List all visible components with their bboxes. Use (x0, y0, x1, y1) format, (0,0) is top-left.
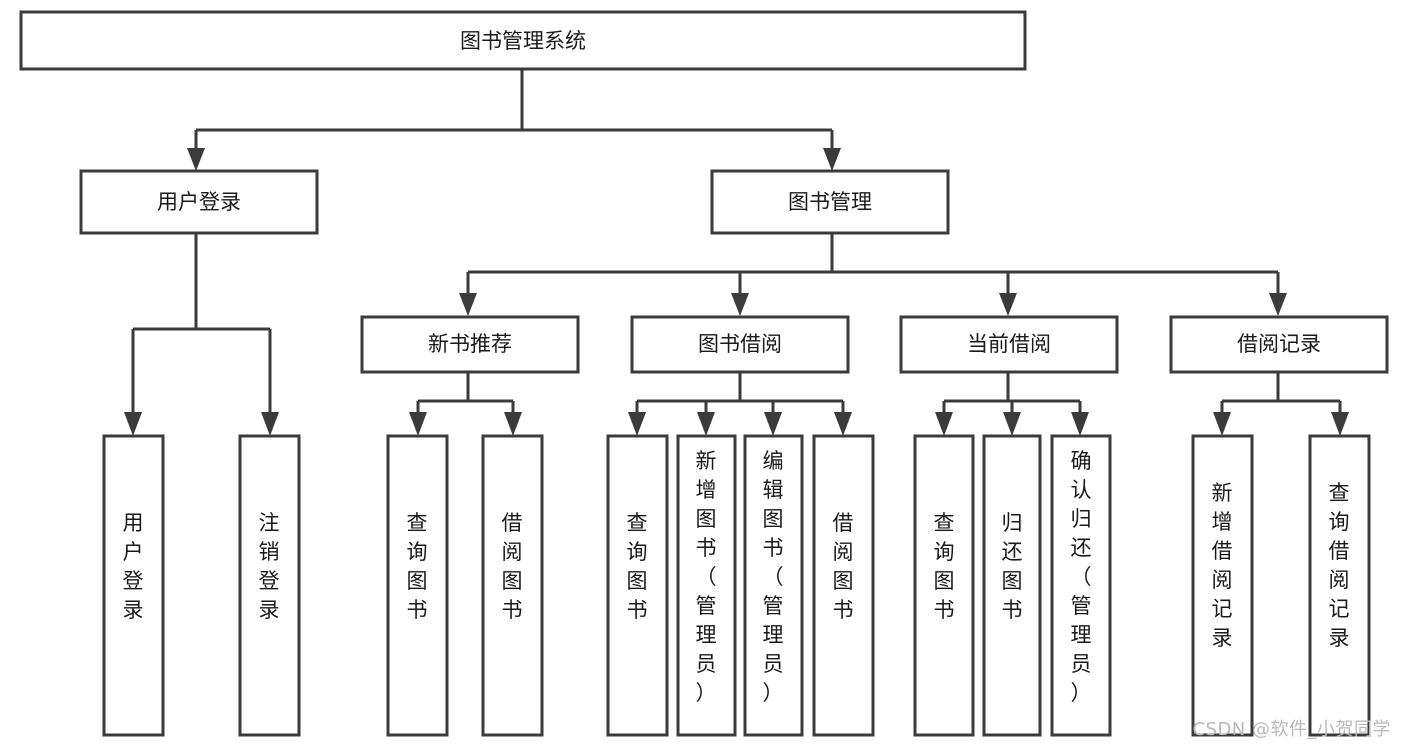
leaf-newbook-query-label: 查询图书 (407, 511, 428, 622)
leaf-node[interactable]: 新增借阅记录 (1191, 434, 1254, 737)
node-book-management-box[interactable] (710, 169, 950, 235)
node-new-book-recommend[interactable]: 新书推荐 (360, 315, 580, 374)
arrow-head-record-query (1331, 412, 1349, 436)
leaf-user-login-box[interactable] (102, 434, 165, 737)
leaf-borrow-query-box[interactable] (606, 434, 669, 737)
node-borrow-record-box[interactable] (1169, 315, 1389, 374)
arrow-head-borrow-add (697, 412, 715, 436)
node-current-borrow-label: 当前借阅 (967, 332, 1051, 356)
arrow-head-book-mgmt (823, 148, 841, 171)
leaf-current-return-box[interactable] (982, 434, 1042, 737)
leaf-logout-label: 注销登录 (259, 511, 280, 622)
connector-new-book-to-leaves (409, 372, 522, 436)
arrow-head-newbook-borrow (504, 412, 522, 436)
node-new-book-recommend-box[interactable] (360, 315, 580, 374)
leaf-node[interactable]: 用户登录 (102, 434, 165, 737)
connector-current-borrow-to-leaves (935, 372, 1089, 436)
leaf-current-query-box[interactable] (913, 434, 975, 737)
leaf-borrow-edit-box[interactable] (743, 434, 804, 737)
arrow-head-borrow-query (628, 412, 646, 436)
leaf-node[interactable]: 借阅图书 (812, 434, 875, 737)
csdn-watermark: CSDN @软件_小贺同学 (1192, 719, 1391, 740)
node-current-borrow-box[interactable] (899, 315, 1119, 374)
connector-borrow-record-to-leaves (1213, 372, 1349, 436)
leaf-node[interactable]: 归还图书 (982, 434, 1042, 737)
node-book-management[interactable]: 图书管理 (710, 169, 950, 235)
leaf-node[interactable]: 借阅图书 (481, 434, 544, 737)
node-book-borrow-box[interactable] (630, 315, 850, 374)
node-root[interactable]: 图书管理系统 (19, 10, 1027, 71)
arrow-head-current-borrow (999, 293, 1017, 316)
arrow-head-leaf-user-login (124, 412, 142, 436)
node-new-book-recommend-label: 新书推荐 (428, 332, 512, 356)
connector-root-to-level2 (187, 70, 841, 171)
leaf-current-query-label: 查询图书 (934, 511, 955, 622)
leaf-borrow-query-label: 查询图书 (627, 511, 648, 622)
arrow-head-borrow-book (731, 293, 749, 316)
leaf-node[interactable]: 注销登录 (238, 434, 301, 737)
leaf-record-add-label: 新增借阅记录 (1212, 481, 1233, 650)
arrow-head-borrow-lend (834, 412, 852, 436)
arrow-head-user-login (187, 148, 205, 171)
node-book-borrow[interactable]: 图书借阅 (630, 315, 850, 374)
node-current-borrow[interactable]: 当前借阅 (899, 315, 1119, 374)
leaf-node[interactable]: 新增图书（管理员） (676, 434, 737, 737)
arrow-head-current-confirm (1071, 412, 1089, 436)
arrow-head-new-book (459, 293, 477, 316)
leaf-current-confirm-box[interactable] (1050, 434, 1112, 737)
connector-borrow-book-to-leaves (628, 372, 852, 436)
leaf-current-confirm-label: 确认归还（管理员） (1071, 449, 1092, 705)
node-user-login-box[interactable] (79, 169, 319, 235)
leaf-borrow-lend-box[interactable] (812, 434, 875, 737)
connector-user-login-to-leaves (124, 233, 279, 436)
leaf-newbook-borrow-label: 借阅图书 (502, 511, 523, 622)
arrow-head-current-return (1003, 412, 1021, 436)
node-root-box[interactable] (19, 10, 1027, 71)
arrow-head-borrow-edit (764, 412, 782, 436)
node-user-login-label: 用户登录 (157, 190, 241, 214)
node-book-management-label: 图书管理 (788, 190, 872, 214)
leaf-current-return-label: 归还图书 (1002, 511, 1023, 622)
node-user-login[interactable]: 用户登录 (79, 169, 319, 235)
leaf-node[interactable]: 编辑图书（管理员） (743, 434, 804, 737)
leaf-node[interactable]: 查询图书 (606, 434, 669, 737)
arrow-head-current-query (935, 412, 953, 436)
leaf-node[interactable]: 查询图书 (913, 434, 975, 737)
leaf-user-login-label: 用户登录 (123, 511, 144, 622)
connector-book-mgmt-to-level3 (459, 233, 1287, 316)
leaf-node[interactable]: 确认归还（管理员） (1050, 434, 1112, 737)
node-borrow-record[interactable]: 借阅记录 (1169, 315, 1389, 374)
arrow-head-record-add (1213, 412, 1231, 436)
node-root-label: 图书管理系统 (460, 29, 586, 53)
leaf-borrow-lend-label: 借阅图书 (833, 511, 854, 622)
arrow-head-leaf-logout (261, 412, 279, 436)
arrow-head-borrow-record (1269, 293, 1287, 316)
leaf-record-query-box[interactable] (1308, 434, 1371, 737)
leaf-borrow-add-label: 新增图书（管理员） (696, 449, 717, 705)
arrow-head-newbook-query (409, 412, 427, 436)
leaf-borrow-edit-label: 编辑图书（管理员） (763, 449, 784, 705)
leaf-record-query-label: 查询借阅记录 (1329, 481, 1350, 650)
leaf-newbook-borrow-box[interactable] (481, 434, 544, 737)
leaf-newbook-query-box[interactable] (386, 434, 449, 737)
leaf-record-add-box[interactable] (1191, 434, 1254, 737)
leaf-node[interactable]: 查询借阅记录 (1308, 434, 1371, 737)
leaf-borrow-add-box[interactable] (676, 434, 737, 737)
leaf-node[interactable]: 查询图书 (386, 434, 449, 737)
node-book-borrow-label: 图书借阅 (698, 332, 782, 356)
node-borrow-record-label: 借阅记录 (1237, 332, 1321, 356)
leaf-logout-box[interactable] (238, 434, 301, 737)
